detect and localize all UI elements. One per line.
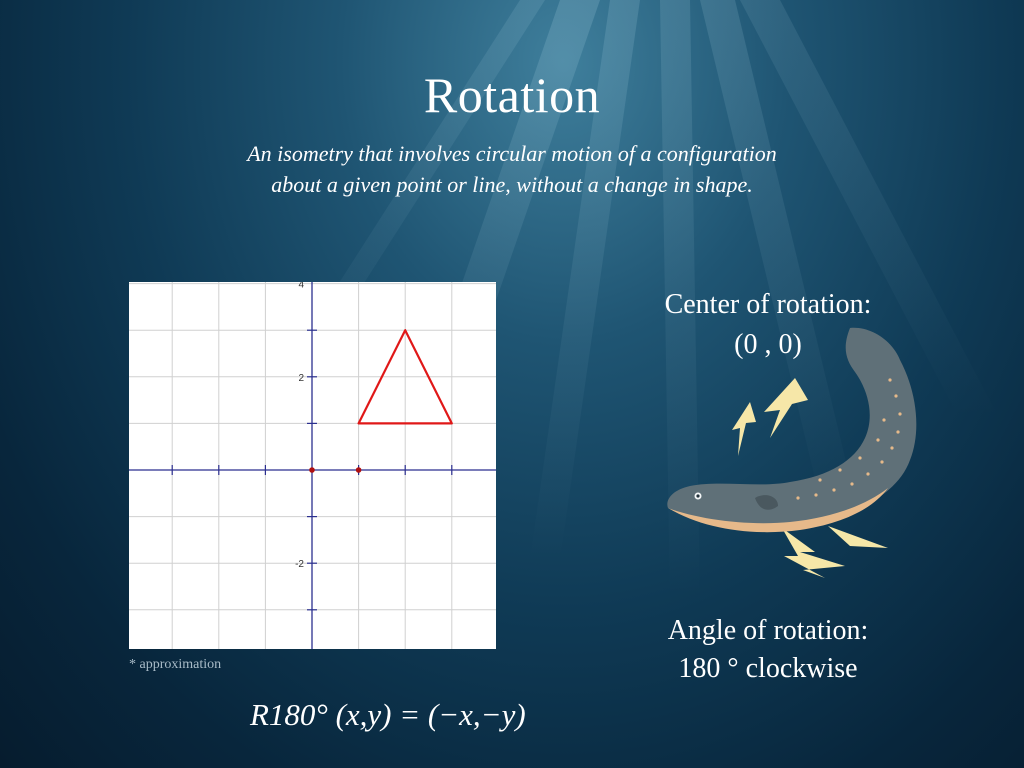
footnote-approximation: * approximation [129, 657, 222, 672]
center-label-value: (0 , 0) [734, 329, 802, 360]
angle-label-value: 180 ° clockwise [678, 653, 858, 684]
electric-eel-icon [667, 327, 917, 578]
lightning-bolt-icon [732, 378, 888, 578]
y-tick-label: 2 [298, 373, 304, 384]
slide-subtitle: An isometry that involves circular motio… [247, 141, 777, 197]
plotted-point [355, 467, 362, 473]
rotation-formula: R180° (x,y) = (−x,−y) [250, 697, 526, 732]
angle-label-title: Angle of rotation: [667, 615, 869, 646]
slide-title: Rotation [423, 67, 601, 123]
graph-canvas: 4 2 -2 [129, 280, 496, 649]
red-triangle [357, 329, 453, 425]
angle-of-rotation-label: Angle of rotation: 180 ° clockwise [610, 612, 926, 688]
center-of-rotation-label: Center of rotation: (0 , 0) [610, 285, 926, 365]
center-label-title: Center of rotation: [664, 289, 872, 320]
coordinate-graph: 4 2 -2 [129, 280, 496, 649]
y-tick-label: -2 [295, 559, 304, 570]
plotted-point [309, 467, 315, 473]
y-tick-label: 4 [298, 282, 304, 291]
